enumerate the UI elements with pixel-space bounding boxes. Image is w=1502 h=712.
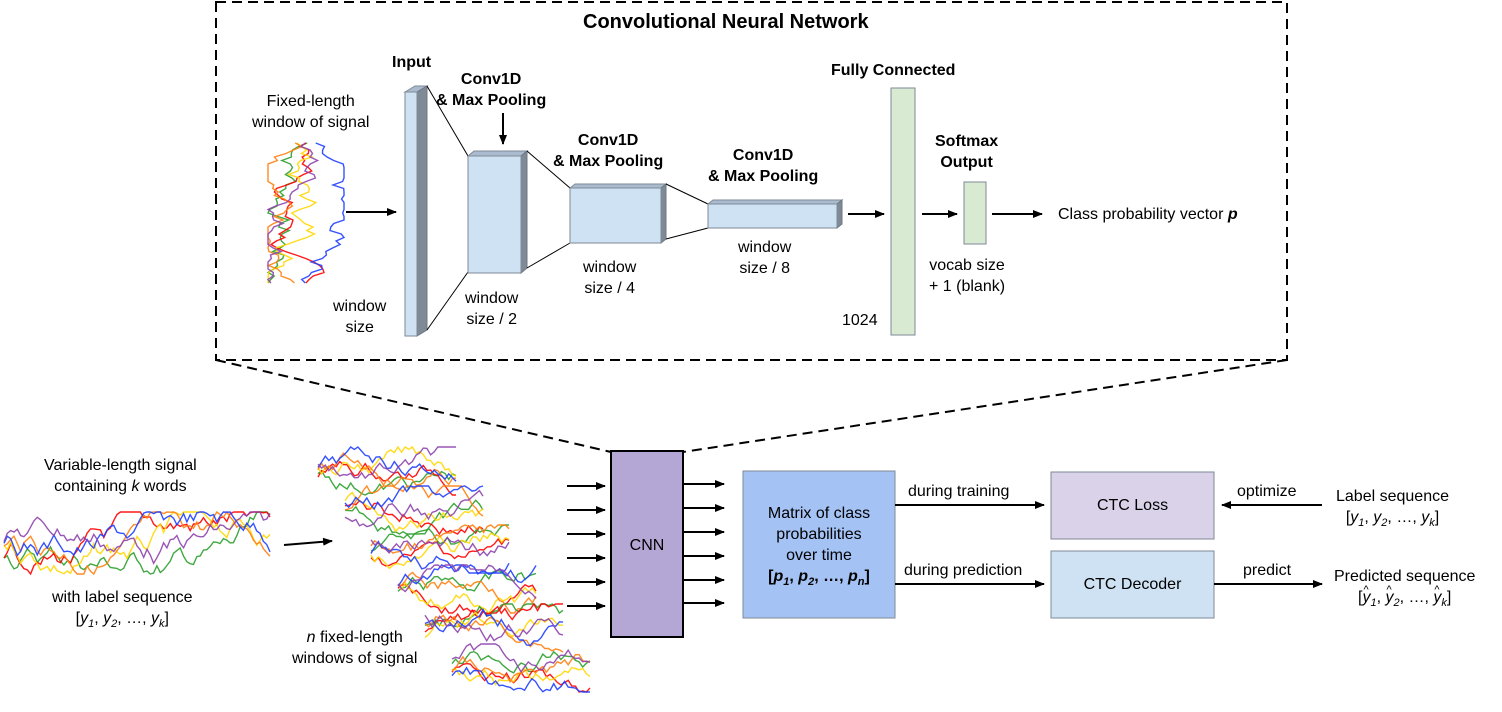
window-signal-plot (397, 564, 537, 615)
fc-size: 1024 (842, 312, 878, 329)
matrix-box (742, 470, 896, 619)
fc-label: Fully Connected (831, 62, 956, 79)
during-prediction-label: during prediction (904, 562, 1023, 579)
conv2-label: Conv1D& Max Pooling (553, 132, 664, 170)
window-signal-plot (344, 484, 484, 536)
label-sequence-block: Label sequence [y1, y2, …, yk] (1336, 488, 1449, 529)
cnn-label: CNN (629, 537, 665, 554)
signal-to-windows-arrow (283, 537, 333, 546)
softmax-layer (963, 181, 987, 245)
cnn-panel-border (215, 1, 1288, 361)
label-sequence-caption: with label sequence [y1, y2, …, yk] (52, 589, 193, 630)
label-sequence-math: [y1, y2, …, yk] (75, 610, 169, 630)
class-probability-output: Class probability vector p (1058, 206, 1238, 223)
cnn-input-arrows (567, 482, 606, 610)
window-stack-plots (317, 445, 591, 693)
predict-label: predict (1243, 562, 1292, 579)
during-training-label: during training (908, 483, 1010, 500)
cnn-panel-title: Convolutional Neural Network (583, 11, 869, 33)
window-signal-plot (424, 602, 564, 653)
conv1-label: Conv1D& Max Pooling (436, 71, 547, 109)
conv2-layer (568, 182, 668, 245)
fc-layer (890, 87, 916, 336)
predicted-sequence-block: Predicted sequence [y1, y2, …, yk] (1334, 566, 1475, 609)
conv3-label: Conv1D& Max Pooling (708, 147, 819, 185)
ctc-loss-box (1050, 471, 1215, 540)
input-layer (403, 85, 429, 337)
ctc-decoder-label: CTC Decoder (1083, 576, 1182, 593)
optimize-label: optimize (1237, 483, 1297, 500)
cnn-block (610, 450, 684, 638)
matrix-label: Matrix of class probabilities over time … (767, 504, 871, 588)
matrix-sequence-math: [p1, p2, …, pn] (768, 567, 870, 588)
windows-caption: n fixed-length windows of signal (292, 629, 418, 667)
predicted-sequence-math: [y1, y2, …, yk] (1334, 580, 1475, 609)
variable-signal-caption: Variable-length signal containing k word… (44, 457, 197, 495)
conv1-layer (466, 149, 529, 275)
zoom-line-left (215, 359, 612, 453)
ctc-loss-label: CTC Loss (1096, 497, 1169, 514)
variable-length-signal-plot (3, 510, 271, 576)
cnn-output-arrows (683, 480, 725, 607)
conv3-layer (706, 198, 844, 230)
label-sequence-right-math: [y1, y2, …, yk] (1345, 509, 1440, 529)
fixed-window-signal-plot (266, 142, 346, 284)
window-signal-plot (451, 643, 591, 693)
window-signal-plot (370, 524, 510, 574)
zoom-line-right (682, 359, 1288, 453)
input-layer-label: Input (392, 54, 432, 71)
softmax-size: vocab size+ 1 (blank) (929, 257, 1006, 295)
ctc-decoder-box (1050, 550, 1215, 619)
window-signal-plot (317, 445, 457, 496)
